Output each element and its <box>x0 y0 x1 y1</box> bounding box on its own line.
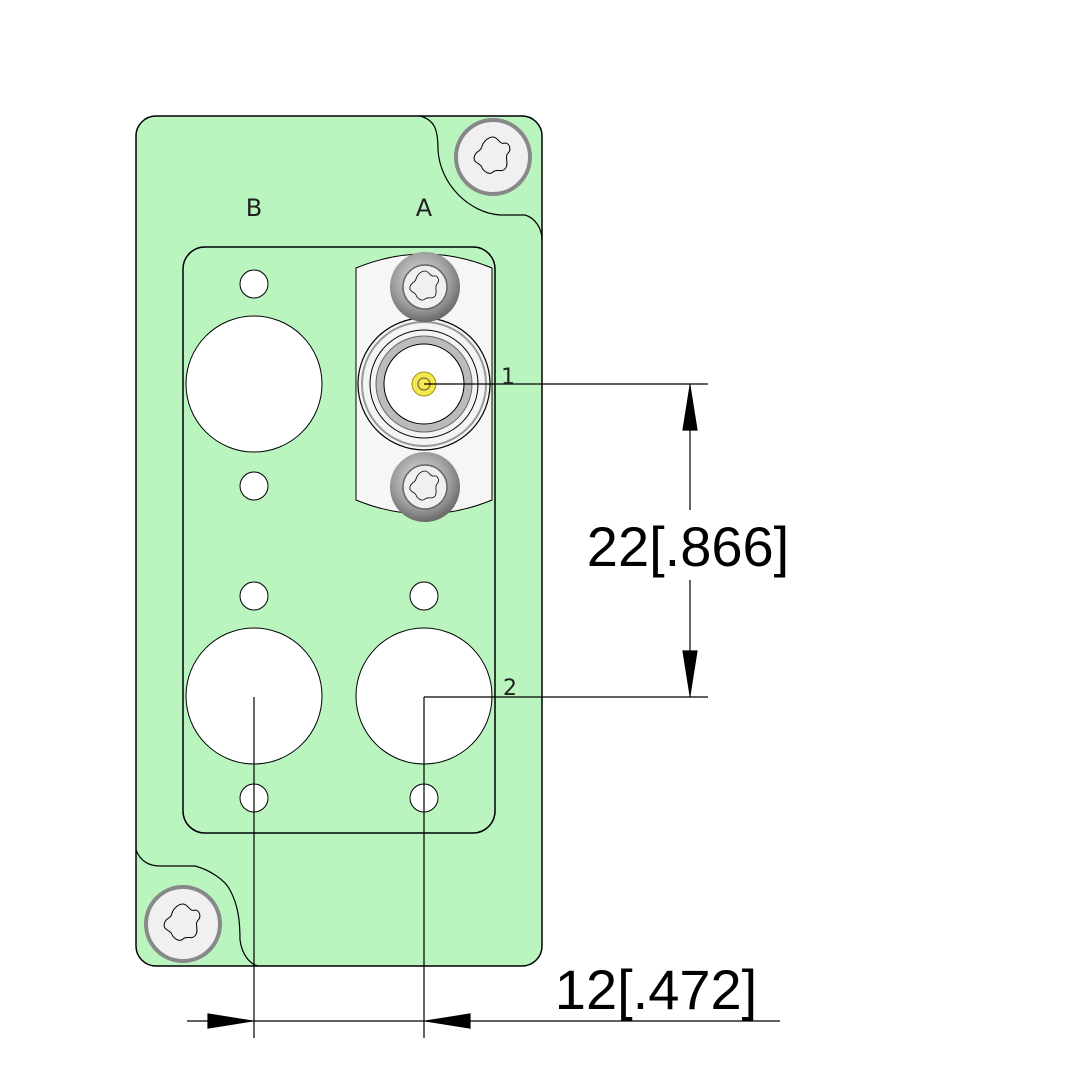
corner-screw-bottom-left <box>144 885 222 963</box>
dimension-vertical <box>253 383 708 1038</box>
arrowhead <box>682 385 698 431</box>
corner-screw-top-right <box>454 118 532 196</box>
dimension-horizontal <box>187 1013 780 1029</box>
arrowhead <box>207 1013 253 1029</box>
dimension-vertical-label: 22[.866] <box>587 515 789 578</box>
mounting-holes <box>185 269 493 813</box>
connector-screw-top <box>390 252 460 322</box>
arrowhead <box>682 650 698 696</box>
bnc-connector-a1 <box>355 252 493 522</box>
connector-cutout-b1 <box>185 315 323 453</box>
callout-1: 1 <box>501 365 515 390</box>
panel-plate <box>135 115 543 967</box>
arrowhead <box>425 1013 471 1029</box>
label-column-a: A <box>416 194 433 222</box>
dimension-horizontal-label: 12[.472] <box>555 958 757 1021</box>
connector-screw-bottom <box>390 452 460 522</box>
callout-2: 2 <box>503 676 517 701</box>
label-column-b: B <box>246 194 262 222</box>
